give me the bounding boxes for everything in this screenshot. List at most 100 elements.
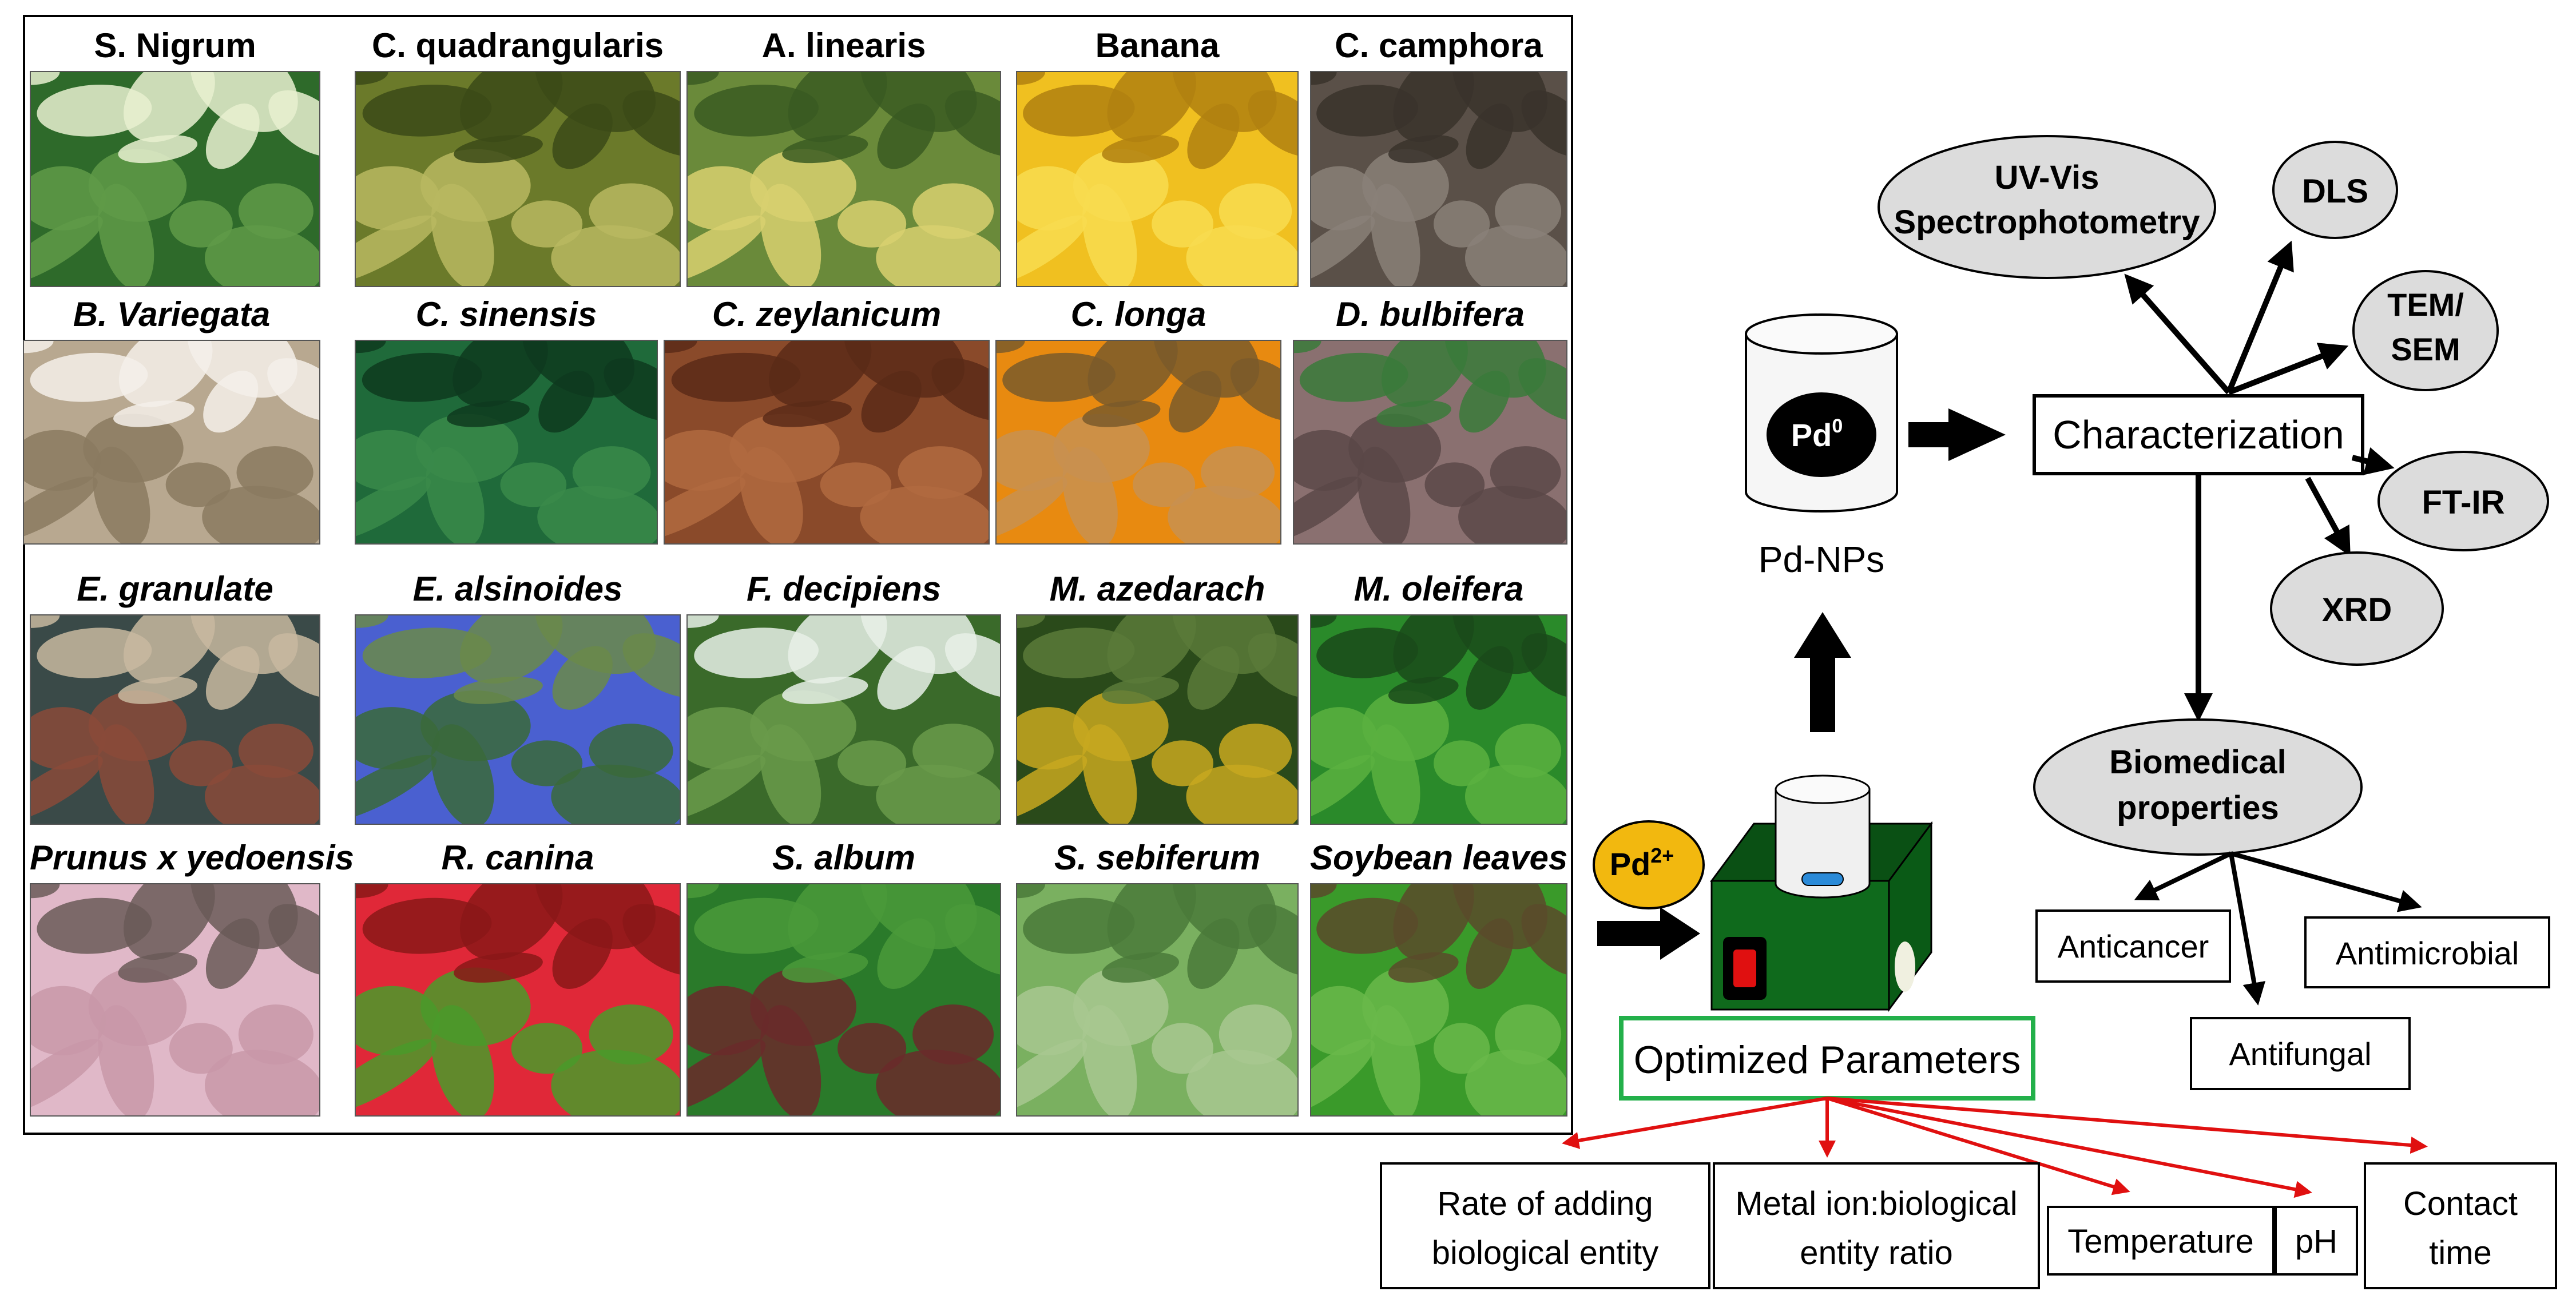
pd-ion-node: Pd2+: [1593, 820, 1705, 909]
param-contact-box: Contact time: [2364, 1162, 2557, 1289]
uv-vis-node: UV-Vis Spectrophotometry: [1878, 135, 2216, 279]
plant-photo: [995, 340, 1281, 545]
plant-photo: [1310, 71, 1567, 287]
svg-text:Biomedical: Biomedical: [2109, 744, 2286, 781]
plant-name: Banana: [1095, 26, 1220, 65]
plant-photo: [1310, 883, 1567, 1117]
plant-name: D. bulbifera: [1335, 295, 1525, 333]
plant-name: M. azedarach: [1049, 570, 1265, 608]
plant-photo: [1016, 614, 1299, 825]
plant-name: E. granulate: [77, 570, 273, 608]
param-temperature-box: Temperature: [2047, 1206, 2275, 1276]
biomedical-node: Biomedical properties: [2033, 718, 2363, 856]
plant-tile: C. sinensis: [355, 292, 658, 545]
plant-photo: [23, 340, 320, 545]
dls-node: DLS: [2272, 141, 2398, 239]
characterization-box: Characterization: [2033, 394, 2364, 475]
plant-tile: E. alsinoides: [355, 566, 681, 825]
svg-text:pH: pH: [2295, 1223, 2337, 1260]
plant-tile: S. sebiferum: [1016, 835, 1299, 1117]
plant-photo: [1016, 883, 1299, 1117]
plant-photo: [30, 614, 320, 825]
beaker-on-stirrer: [1775, 774, 1871, 899]
plant-tile: A. linearis: [686, 23, 1001, 287]
xrd-node: XRD: [2270, 551, 2444, 666]
svg-text:SEM: SEM: [2391, 331, 2460, 367]
plant-name: E. alsinoides: [412, 570, 623, 608]
plant-name: C. sinensis: [415, 295, 597, 333]
svg-text:Contact: Contact: [2403, 1185, 2518, 1222]
svg-text:Pd0: Pd0: [1791, 415, 1843, 453]
svg-text:Antifungal: Antifungal: [2229, 1036, 2371, 1072]
svg-text:Characterization: Characterization: [2053, 412, 2344, 457]
arrow-to-characterization: [1908, 408, 2006, 461]
svg-text:entity ratio: entity ratio: [1800, 1234, 1953, 1272]
svg-text:Metal ion:biological: Metal ion:biological: [1735, 1185, 2017, 1222]
plant-tile: Banana: [1016, 23, 1299, 287]
plant-tile: C. camphora: [1310, 23, 1567, 287]
plant-photo: [355, 883, 681, 1117]
svg-text:UV-Vis: UV-Vis: [1995, 159, 2099, 196]
svg-text:Temperature: Temperature: [2067, 1223, 2254, 1260]
plant-tile: E. granulate: [30, 566, 320, 825]
plant-photo: [1016, 71, 1299, 287]
svg-text:Rate of adding: Rate of adding: [1437, 1185, 1653, 1222]
plant-photo: [664, 340, 990, 545]
plant-photo: [30, 883, 320, 1117]
svg-text:biological entity: biological entity: [1432, 1234, 1659, 1272]
plant-photo: [686, 883, 1001, 1117]
pd-nps-label: Pd-NPs: [1759, 539, 1885, 580]
svg-text:FT-IR: FT-IR: [2422, 484, 2505, 521]
plant-name: Soybean leaves: [1310, 839, 1568, 877]
plant-photo: [686, 614, 1001, 825]
plant-tile: D. bulbifera: [1293, 292, 1567, 545]
svg-text:Spectrophotometry: Spectrophotometry: [1894, 204, 2200, 241]
plant-name: C. zeylanicum: [712, 295, 942, 333]
arrow-up-to-pd-nps: [1794, 612, 1851, 732]
plant-photo: [1310, 614, 1567, 825]
arrow-into-stirrer: [1597, 907, 1700, 960]
plant-photo: [355, 614, 681, 825]
plant-tile: S. Nigrum: [30, 23, 320, 287]
plant-name: S. album: [772, 839, 916, 877]
svg-text:Anticancer: Anticancer: [2058, 928, 2209, 964]
anticancer-box: Anticancer: [2035, 909, 2231, 983]
plant-name: S. Nigrum: [94, 26, 256, 65]
svg-text:TEM/: TEM/: [2387, 287, 2464, 323]
tem-sem-node: TEM/ SEM: [2352, 270, 2499, 391]
svg-text:DLS: DLS: [2302, 173, 2368, 210]
characterization-arrows: [2124, 240, 2395, 722]
param-rate-box: Rate of adding biological entity: [1380, 1162, 1710, 1289]
param-ph-box: pH: [2275, 1206, 2358, 1276]
plant-photo: [30, 71, 320, 287]
plant-tile: C. zeylanicum: [664, 292, 990, 545]
svg-text:Optimized Parameters: Optimized Parameters: [1634, 1038, 2021, 1082]
antimicrobial-box: Antimicrobial: [2304, 916, 2550, 988]
plant-tile: Prunus x yedoensis: [30, 835, 354, 1117]
plant-name: A. linearis: [761, 26, 926, 65]
optimized-parameters-box: Optimized Parameters: [1619, 1016, 2035, 1101]
svg-text:Antimicrobial: Antimicrobial: [2336, 935, 2519, 971]
plant-tile: Soybean leaves: [1310, 835, 1567, 1117]
plant-photo: [355, 340, 658, 545]
plant-photo: [1293, 340, 1567, 545]
plant-name: S. sebiferum: [1054, 839, 1261, 877]
svg-text:Pd2+: Pd2+: [1610, 844, 1674, 882]
plant-name: C. quadrangularis: [371, 26, 664, 65]
plant-name: B. Variegata: [73, 295, 271, 333]
plant-name: C. camphora: [1335, 26, 1543, 65]
plant-tile: B. Variegata: [23, 292, 320, 545]
param-ratio-box: Metal ion:biological entity ratio: [1713, 1162, 2040, 1289]
plant-tile: M. oleifera: [1310, 566, 1567, 825]
plant-name: M. oleifera: [1354, 570, 1524, 608]
plant-tile: M. azedarach: [1016, 566, 1299, 825]
ftir-node: FT-IR: [2377, 451, 2549, 551]
svg-text:time: time: [2429, 1234, 2492, 1272]
plant-name: F. decipiens: [746, 570, 942, 608]
plant-photo: [686, 71, 1001, 287]
pd0-container: Pd0: [1745, 313, 1898, 513]
plant-tile: C. longa: [995, 292, 1281, 545]
magnetic-stirrer: [1710, 821, 1933, 1012]
plant-tile: S. album: [686, 835, 1001, 1117]
